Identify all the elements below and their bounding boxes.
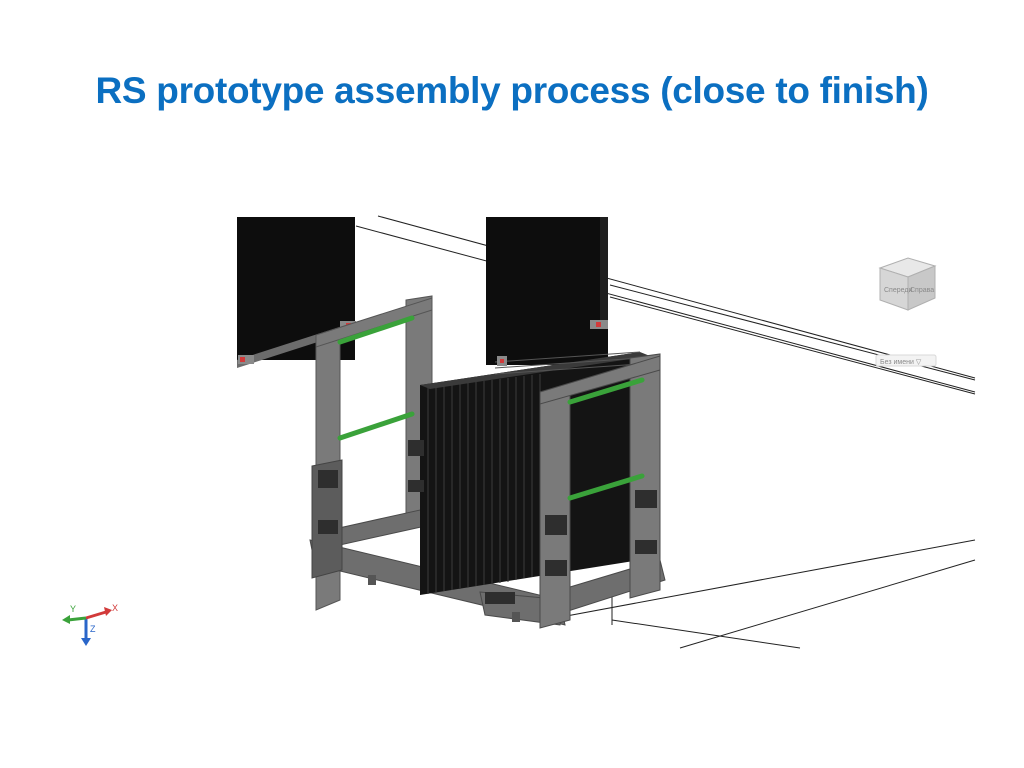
slide-title: RS prototype assembly process (close to … bbox=[95, 70, 929, 111]
viewcube-icon: Спереди Справа bbox=[878, 257, 937, 311]
right-panel bbox=[486, 217, 608, 365]
viewcube-right-label: Справа bbox=[910, 287, 934, 294]
viewcube-menu[interactable]: Без имени ▽ bbox=[875, 354, 937, 367]
ucs-x-label: X bbox=[112, 603, 118, 613]
ucs-z-label: Z bbox=[90, 624, 96, 634]
ucs-axis-icon: X Y Z bbox=[62, 603, 118, 646]
ucs-y-label: Y bbox=[70, 604, 76, 614]
frame-details bbox=[318, 440, 657, 604]
rods-left bbox=[337, 315, 415, 441]
reference-lines bbox=[355, 215, 976, 649]
plate-stack bbox=[420, 351, 650, 595]
viewcube-front-label: Спереди bbox=[884, 287, 912, 294]
feet bbox=[368, 575, 520, 622]
front-left-frame bbox=[311, 459, 343, 579]
rods-right bbox=[567, 377, 645, 501]
view-name-label: Без имени ▽ bbox=[880, 359, 922, 366]
